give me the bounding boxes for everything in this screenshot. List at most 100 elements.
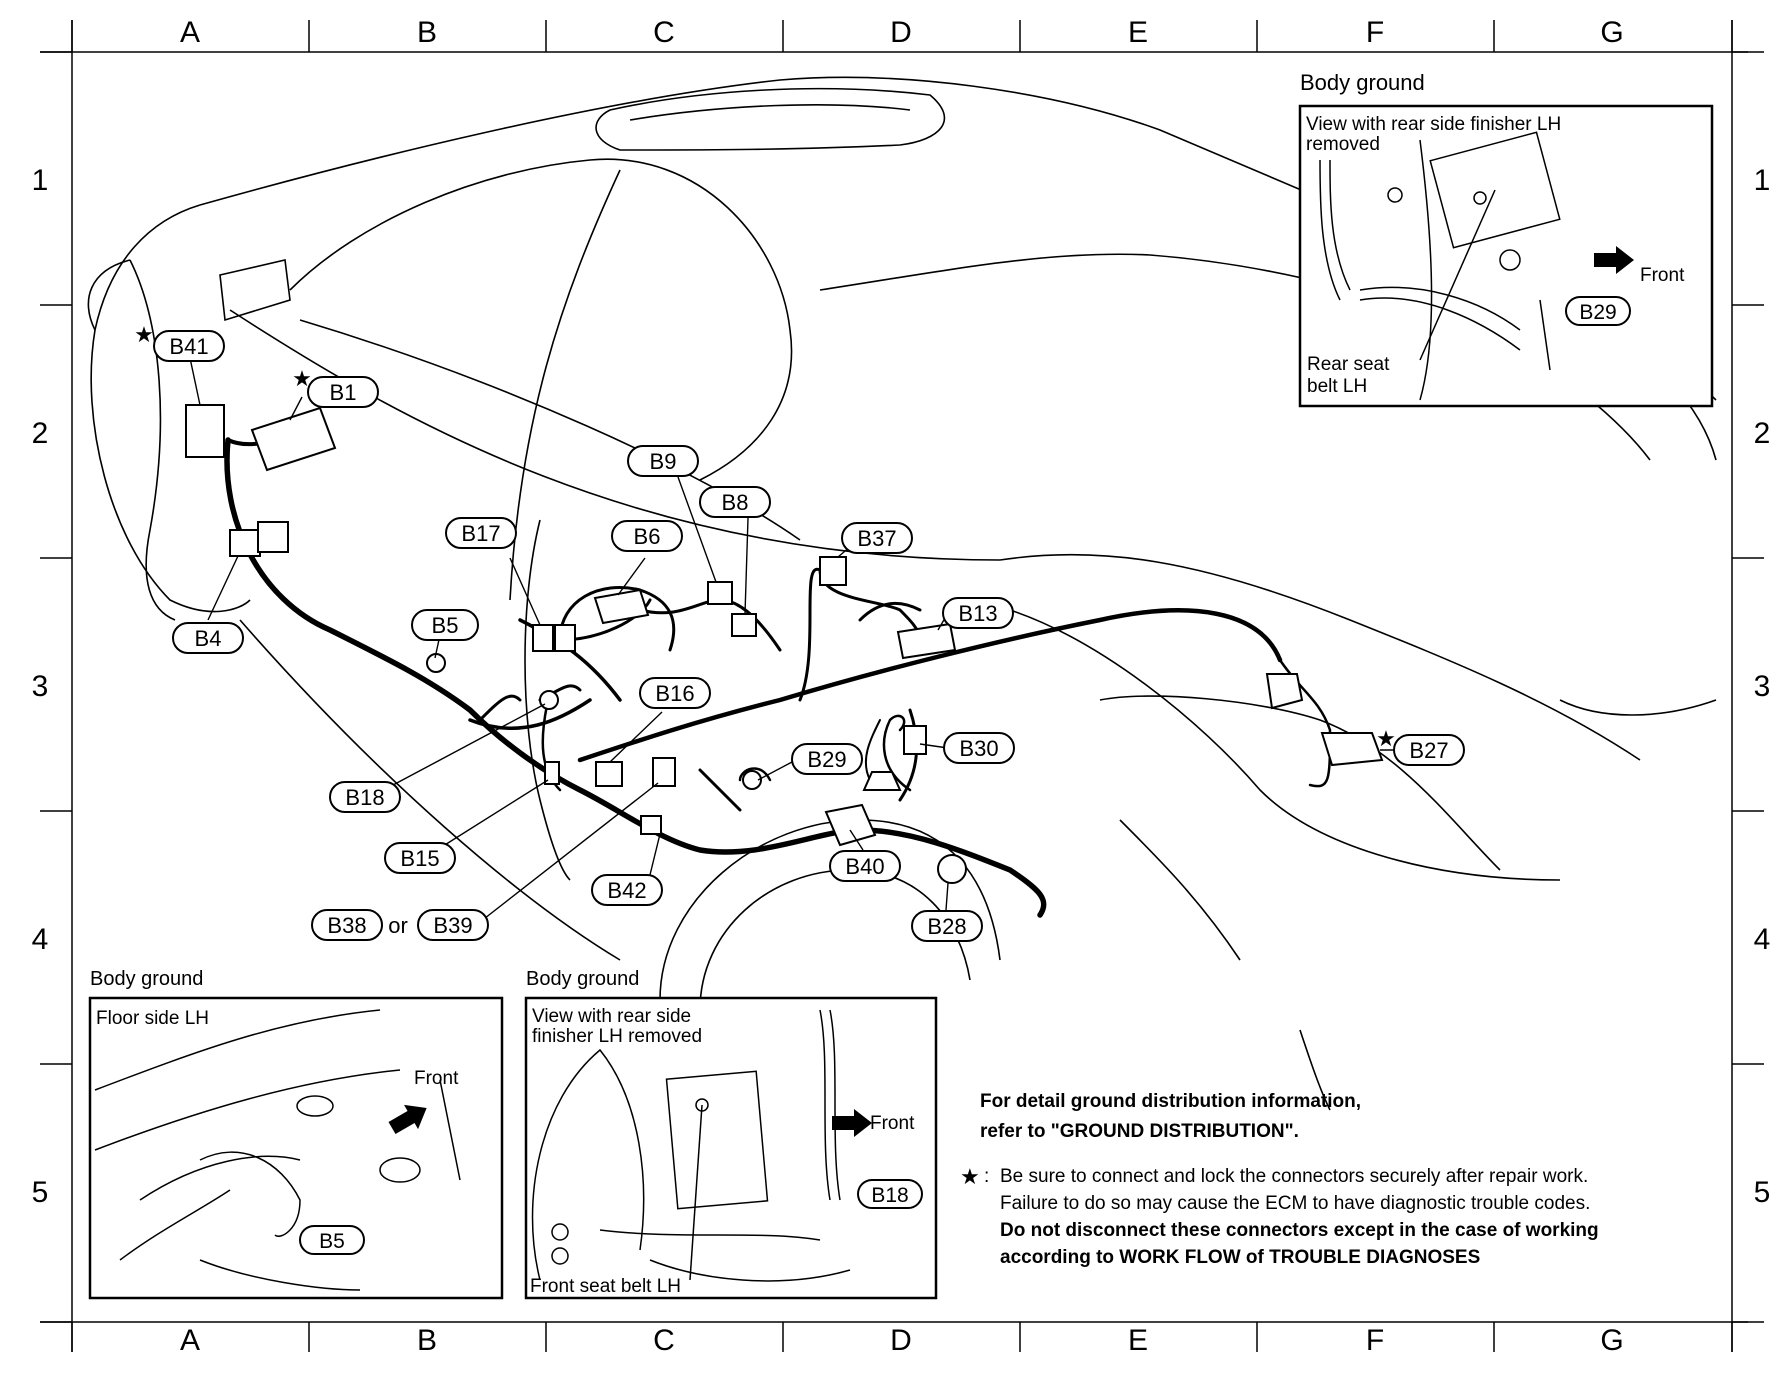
connector-b17: B17: [445, 517, 517, 549]
star-note-line-1: Be sure to connect and lock the connecto…: [1000, 1166, 1589, 1187]
row-label-left-5: 5: [32, 1176, 49, 1209]
col-label-bottom-g: G: [1600, 1324, 1623, 1357]
col-label-top-g: G: [1600, 16, 1623, 49]
col-label-top-d: D: [890, 16, 912, 49]
or-text: or: [388, 913, 408, 938]
svg-text:B28: B28: [927, 914, 966, 939]
col-label-bottom-a: A: [180, 1324, 200, 1357]
row-label-right-3: 3: [1754, 670, 1771, 703]
inset-top-right-view-2: removed: [1306, 134, 1380, 155]
inset-top-right-part-1: Rear seat: [1307, 354, 1390, 375]
svg-text:B13: B13: [958, 601, 997, 626]
svg-text:B18: B18: [871, 1184, 908, 1207]
inset-top-right-connector: [1565, 296, 1631, 326]
svg-text:B16: B16: [655, 681, 694, 706]
inset-bottom-left-heading: Body ground: [90, 968, 203, 990]
svg-text:B30: B30: [959, 736, 998, 761]
star-note-line-4: according to WORK FLOW of TROUBLE DIAGNO…: [1000, 1247, 1481, 1268]
connector-shapes: [185, 404, 1384, 884]
row-label-left-4: 4: [32, 923, 49, 956]
col-label-bottom-f: F: [1366, 1324, 1384, 1357]
ground-distribution-note-2: refer to "GROUND DISTRIBUTION".: [980, 1121, 1299, 1142]
row-label-left-3: 3: [32, 670, 49, 703]
col-label-bottom-b: B: [417, 1324, 437, 1357]
connector-b1: B1: [307, 376, 379, 408]
star-b27: ★: [1376, 726, 1396, 751]
svg-text:B6: B6: [634, 524, 661, 549]
svg-text:B5: B5: [319, 1230, 345, 1253]
connector-b30: B30: [943, 732, 1015, 764]
row-label-right-5: 5: [1754, 1176, 1771, 1209]
row-label-left-1: 1: [32, 164, 49, 197]
connector-b6: B6: [611, 520, 683, 552]
inset-top-right-heading: Body ground: [1300, 70, 1425, 95]
inset-top-right-view-1: View with rear side finisher LH: [1306, 114, 1561, 135]
row-label-right-4: 4: [1754, 923, 1771, 956]
wiring-harness: [224, 428, 1332, 918]
connector-b28: B28: [911, 910, 983, 942]
star-note-sep: :: [984, 1166, 990, 1187]
inset-bottom-middle-view-2: finisher LH removed: [532, 1026, 702, 1047]
ground-distribution-note-1: For detail ground distribution informati…: [980, 1091, 1362, 1112]
row-label-right-2: 2: [1754, 417, 1771, 450]
row-label-left-2: 2: [32, 417, 49, 450]
connector-b18: B18: [329, 781, 401, 813]
row-label-right-1: 1: [1754, 164, 1771, 197]
leader-lines: [189, 357, 1402, 923]
connector-b4: B4: [172, 622, 244, 654]
connector-b13: B13: [942, 597, 1014, 629]
col-label-top-f: F: [1366, 16, 1384, 49]
grid-labels: A B C D E F G A B C D E F G 1 2 3 4 5 1 …: [32, 16, 1771, 1357]
connector-b38: B38: [311, 909, 383, 941]
svg-text:B15: B15: [400, 846, 439, 871]
svg-text:B9: B9: [650, 449, 677, 474]
connector-b37: B37: [841, 522, 913, 554]
connector-b42: B42: [591, 874, 663, 906]
inset-bottom-left: Body ground Floor side LH Front B5: [88, 968, 504, 1300]
inset-bottom-middle: Body ground View with rear side finisher…: [524, 968, 938, 1300]
svg-text:B27: B27: [1409, 738, 1448, 763]
inset-bottom-middle-heading: Body ground: [526, 968, 639, 990]
col-label-top-b: B: [417, 16, 437, 49]
svg-text:B42: B42: [607, 878, 646, 903]
inset-bottom-middle-connector: [857, 1179, 923, 1209]
col-label-top-a: A: [180, 16, 200, 49]
svg-text:B4: B4: [195, 626, 222, 651]
connector-b15: B15: [384, 842, 456, 874]
star-note-line-3: Do not disconnect these connectors excep…: [1000, 1220, 1599, 1241]
inset-bottom-left-front: Front: [414, 1068, 459, 1089]
svg-text:B18: B18: [345, 785, 384, 810]
svg-text:B1: B1: [330, 380, 357, 405]
inset-bottom-middle-view-1: View with rear side: [532, 1006, 691, 1027]
svg-text:B5: B5: [432, 613, 459, 638]
inset-bottom-left-connector: [299, 1225, 365, 1255]
svg-text:B17: B17: [461, 521, 500, 546]
inset-bottom-middle-front: Front: [870, 1113, 915, 1134]
connector-b27: B27: [1393, 734, 1465, 766]
col-label-bottom-c: C: [653, 1324, 675, 1357]
svg-text:B38: B38: [327, 913, 366, 938]
svg-text:B37: B37: [857, 526, 896, 551]
star-note-line-2: Failure to do so may cause the ECM to ha…: [1000, 1193, 1591, 1214]
connector-b9: B9: [627, 445, 699, 477]
col-label-bottom-d: D: [890, 1324, 912, 1357]
inset-top-right-part-2: belt LH: [1307, 376, 1367, 397]
star-b1: ★: [292, 366, 312, 391]
inset-top-right: Body ground View with rear side finisher…: [1298, 70, 1714, 408]
svg-text:B8: B8: [722, 490, 749, 515]
star-b41: ★: [134, 322, 154, 347]
svg-text:B29: B29: [1579, 301, 1616, 324]
svg-text:B39: B39: [433, 913, 472, 938]
inset-bottom-middle-part: Front seat belt LH: [530, 1276, 681, 1297]
inset-bottom-left-view: Floor side LH: [96, 1008, 209, 1029]
connector-b40: B40: [829, 850, 901, 882]
connector-b39: B39: [417, 909, 489, 941]
svg-text:B40: B40: [845, 854, 884, 879]
connector-b41: B41: [153, 330, 225, 362]
svg-text:B41: B41: [169, 334, 208, 359]
col-label-top-e: E: [1128, 16, 1148, 49]
connector-b16: B16: [639, 677, 711, 709]
star-markers: ★ ★ ★: [134, 322, 1396, 751]
col-label-top-c: C: [653, 16, 675, 49]
